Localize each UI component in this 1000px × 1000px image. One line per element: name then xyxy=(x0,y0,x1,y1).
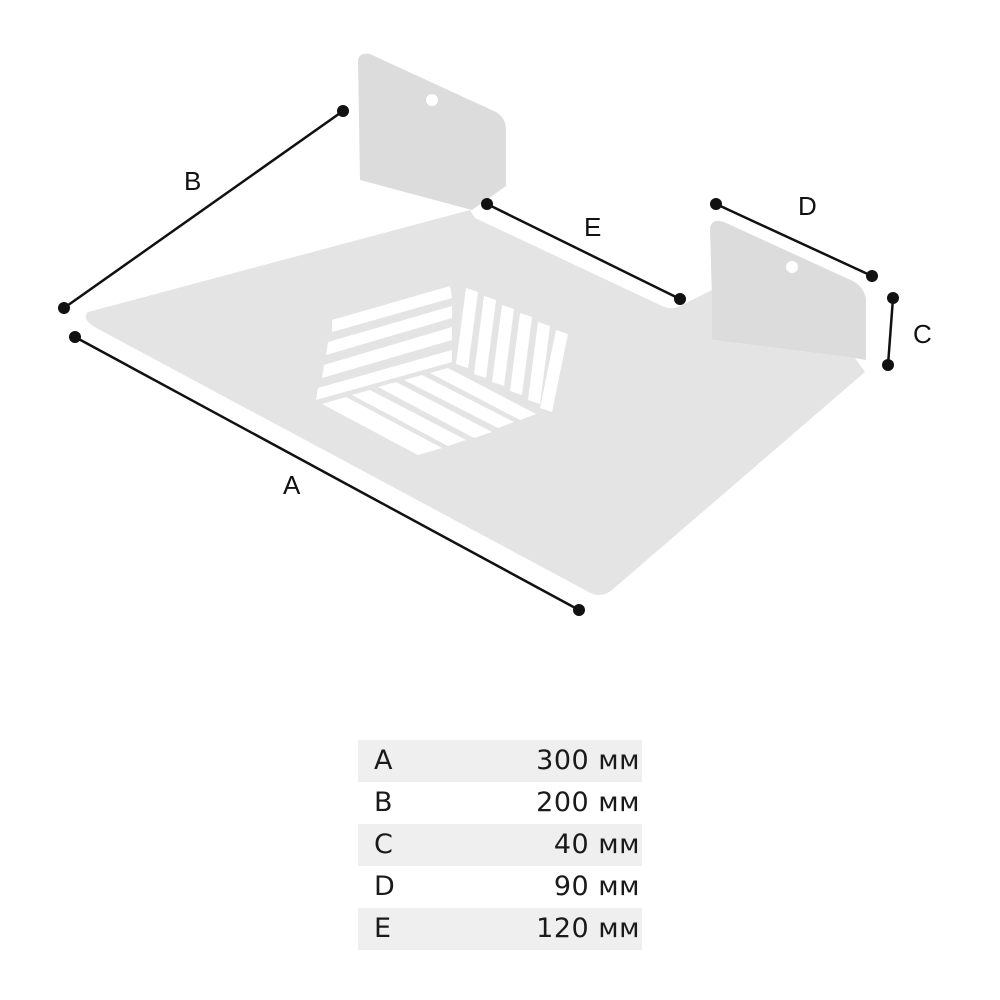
table-row: B 200 мм xyxy=(358,782,642,824)
table-row: E 120 мм xyxy=(358,908,642,950)
left-mount-hole xyxy=(426,94,438,106)
dimension-value: 200 мм xyxy=(426,782,642,824)
right-mount-hole xyxy=(786,261,798,273)
dimension-key: A xyxy=(358,740,427,782)
label-a: A xyxy=(283,470,301,500)
table-row: C 40 мм xyxy=(358,824,642,866)
table-row: D 90 мм xyxy=(358,866,642,908)
dimension-line-c xyxy=(882,292,899,371)
dimension-line-e xyxy=(481,198,686,305)
dimension-line-d xyxy=(710,198,878,282)
dimensions-table: A 300 мм B 200 мм C 40 мм D 90 мм E 120 … xyxy=(358,740,642,950)
right-back-wall xyxy=(710,220,866,360)
dimension-value: 120 мм xyxy=(426,908,642,950)
dimension-value: 40 мм xyxy=(426,824,642,866)
dimension-key: E xyxy=(358,908,427,950)
dimension-line-b xyxy=(58,105,349,314)
label-e: E xyxy=(584,212,601,242)
hex-slot-pattern xyxy=(316,286,568,455)
left-back-wall xyxy=(358,53,506,210)
dimension-key: B xyxy=(358,782,427,824)
dimension-value: 300 мм xyxy=(426,740,642,782)
table-row: A 300 мм xyxy=(358,740,642,782)
label-c: C xyxy=(913,319,932,349)
label-b: B xyxy=(184,166,201,196)
label-d: D xyxy=(798,191,817,221)
dimension-line-a xyxy=(69,331,585,616)
dimension-key: D xyxy=(358,866,427,908)
dimension-key: C xyxy=(358,824,427,866)
dimension-value: 90 мм xyxy=(426,866,642,908)
shelf-dimension-drawing: B A E D C xyxy=(58,53,932,616)
